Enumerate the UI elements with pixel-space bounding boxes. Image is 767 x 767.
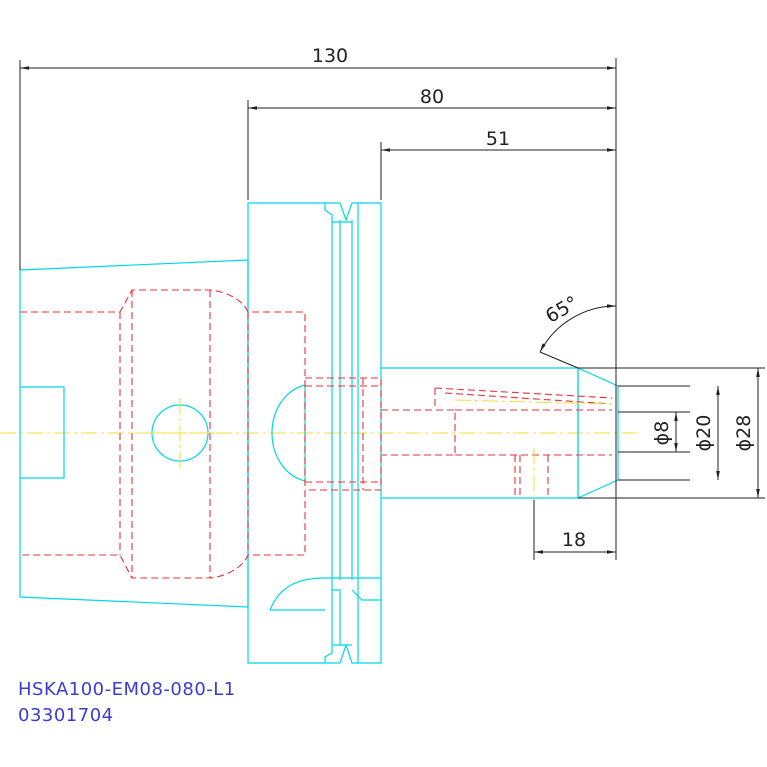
dim-label-80: 80 xyxy=(420,86,444,108)
extension-lines xyxy=(19,58,765,560)
drive-slot-outline xyxy=(271,384,306,482)
shank-outline xyxy=(381,367,619,499)
dim-label-d20: ϕ20 xyxy=(693,415,715,452)
dim-arc-65 xyxy=(539,304,617,353)
dim-label-65: 65° xyxy=(542,292,582,328)
dim-label-d28: ϕ28 xyxy=(733,415,755,452)
dim-label-18: 18 xyxy=(562,529,586,551)
flange-outline xyxy=(247,202,382,664)
dim-label-d8: ϕ8 xyxy=(651,421,673,446)
part-code: HSKA100-EM08-080-L1 xyxy=(18,679,236,700)
dim-label-130: 130 xyxy=(312,45,348,67)
item-number: 03301704 xyxy=(18,705,114,726)
dim-label-51: 51 xyxy=(486,128,510,150)
hidden-lines xyxy=(20,289,613,579)
